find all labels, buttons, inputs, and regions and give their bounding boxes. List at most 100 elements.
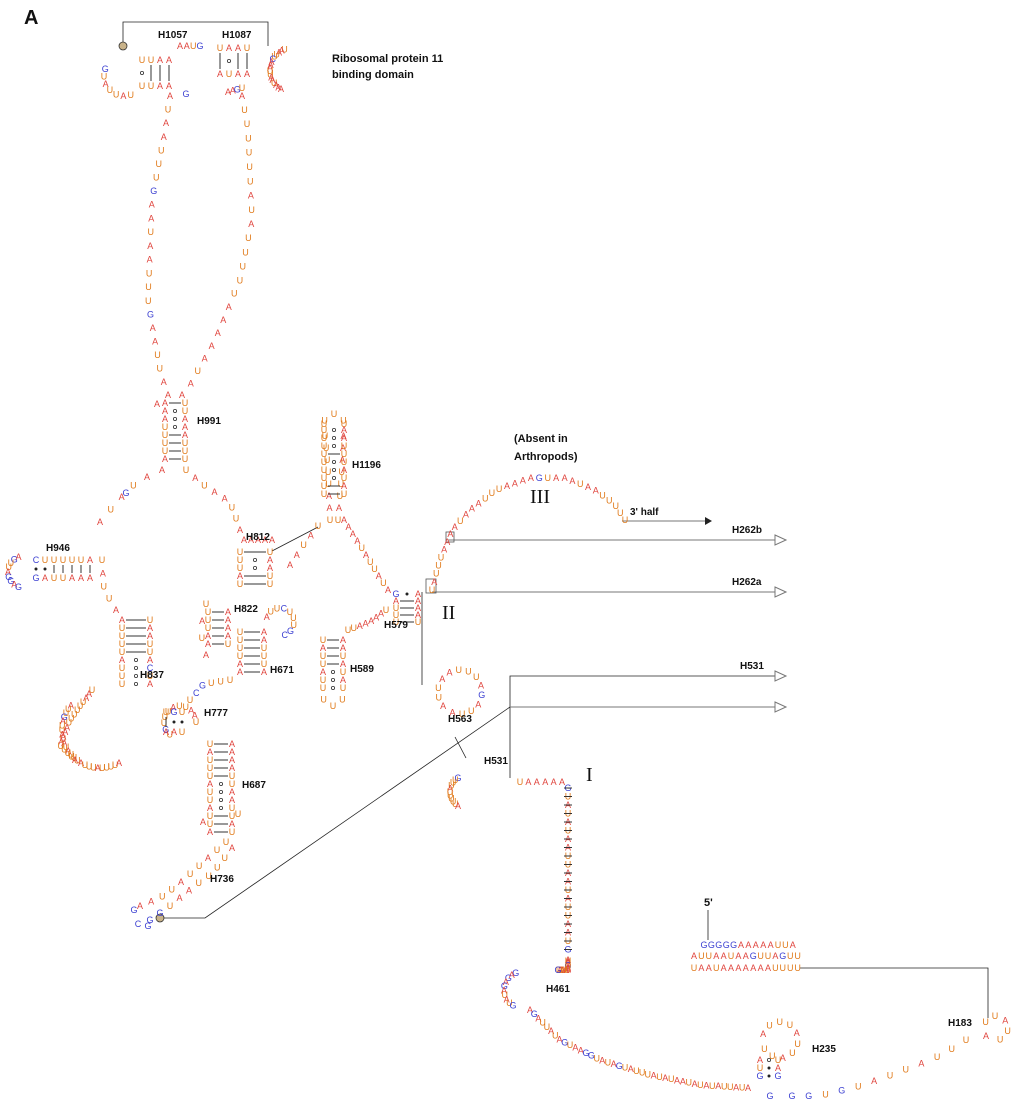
h531-loop: G [454,773,461,783]
h946-right-strand: U [106,594,113,604]
h946-right-strand: U [101,582,108,592]
h837-loop: U [59,721,66,731]
h579-stem: U [393,610,400,620]
h563-to-h531-link [454,736,467,759]
h812-top: A [255,535,261,545]
h837-stem: U [119,663,126,673]
h822-left: U [203,599,210,609]
h671-loop: U [268,607,275,617]
h777-top: G [199,681,206,691]
h837-stem: U [119,679,126,689]
h531-strand: A [542,777,548,787]
h946-stem: A [87,555,93,565]
h461-to-h235: U [622,1063,629,1073]
left-long-strand: U [146,268,153,278]
h235-loop: U [776,1017,783,1027]
domain-II-label: II [442,602,455,624]
domain-i-strand-end: A [565,955,571,965]
domain-I-label: I [586,764,593,786]
h1196-loop: U [340,416,347,426]
h946-stem: U [51,573,58,583]
h671-loop: C [281,604,288,614]
h1196-right: A [340,431,346,441]
right-long-strand: A [209,341,215,351]
h461-to-h235: A [611,1059,617,1069]
domain-iii-strand: U [622,515,629,525]
left-long-strand: A [150,323,156,333]
domain-iii-strand: A [431,577,437,587]
h777-stem: U [179,727,186,737]
h1057-strand: A [177,41,183,51]
h461-to-h235: G [561,1037,568,1047]
domain-i-strand-end: A [565,965,571,975]
h946-stem: U [60,555,67,565]
h991-stem: U [182,438,189,448]
h563-loop: A [446,668,452,678]
h1196-stem: U [321,425,328,435]
h837-loop: A [78,758,84,768]
gu-pair-mark [252,558,257,563]
h461-to-h235: A [662,1073,668,1083]
five-prime-stem-nt: G [750,951,757,961]
base-pair-marks [34,53,772,1078]
gu-pair-mark [133,674,138,679]
h1196-left-tail: U [300,540,307,550]
h1196-stem: U [321,465,328,475]
h1196-right: U [335,515,342,525]
h687-stem: A [229,755,235,765]
gu-pair-mark [331,459,336,464]
h777-loop: U [193,717,200,727]
h1057-stem: U [139,81,146,91]
h837-stem: U [119,623,126,633]
left-long-strand: U [153,172,160,182]
domain-iii-strand: U [429,585,436,595]
h736-upper: U [187,869,194,879]
h991-right-strand: U [229,502,236,512]
five-prime-stem-nt: A [758,963,764,973]
h579-stem: U [415,617,422,627]
helix-label-h589: H589 [350,664,374,675]
h1087-loop: A [279,46,285,56]
gu-pair-mark [218,782,223,787]
gu-pair-mark [331,443,336,448]
h991-left-strand: U [130,481,137,491]
h1057-strand: G [196,41,203,51]
h579-bottom: A [357,621,363,631]
h1196-stem: U [321,433,328,443]
gu-pair-mark [252,566,257,571]
h235-to-h183: U [948,1044,955,1054]
h235-loop: A [794,1028,800,1038]
h461-to-h235: A [745,1083,751,1093]
h991-left-strand: U [108,505,115,515]
h736-to-h531-link [160,706,511,919]
h687-stem: A [229,795,235,805]
right-long-strand: A [215,328,221,338]
h777-loop: U [162,712,169,722]
h822-left: A [199,616,205,626]
h1196-stem: U [341,449,348,459]
h736-upper: A [148,896,154,906]
h1087-loop: A [269,75,275,85]
domain-i-strand-end: A [565,957,571,967]
h235-stem: U [757,1063,764,1073]
h531-loop: A [447,784,453,794]
h1057-stem: U [148,55,155,65]
h991-stem: U [182,446,189,456]
h1196-to-h579: U [367,557,374,567]
helix-label-h1196: H1196 [352,460,381,471]
h687-stem: U [229,803,236,813]
gu-pair-mark [330,678,335,683]
h777-top: C [193,688,200,698]
h812-top: A [248,535,254,545]
h1196-stem: A [341,433,347,443]
h579-stem: U [393,603,400,613]
h579-bottom: U [351,623,358,633]
helix-label-h183: H183 [948,1018,972,1029]
right-long-strand: U [239,261,246,271]
h777-loop: U [165,706,172,716]
h812-stem: U [237,547,244,557]
gu-pair-mark [133,682,138,687]
five-prime-stem-nt: A [765,963,771,973]
h837-stem: U [119,639,126,649]
